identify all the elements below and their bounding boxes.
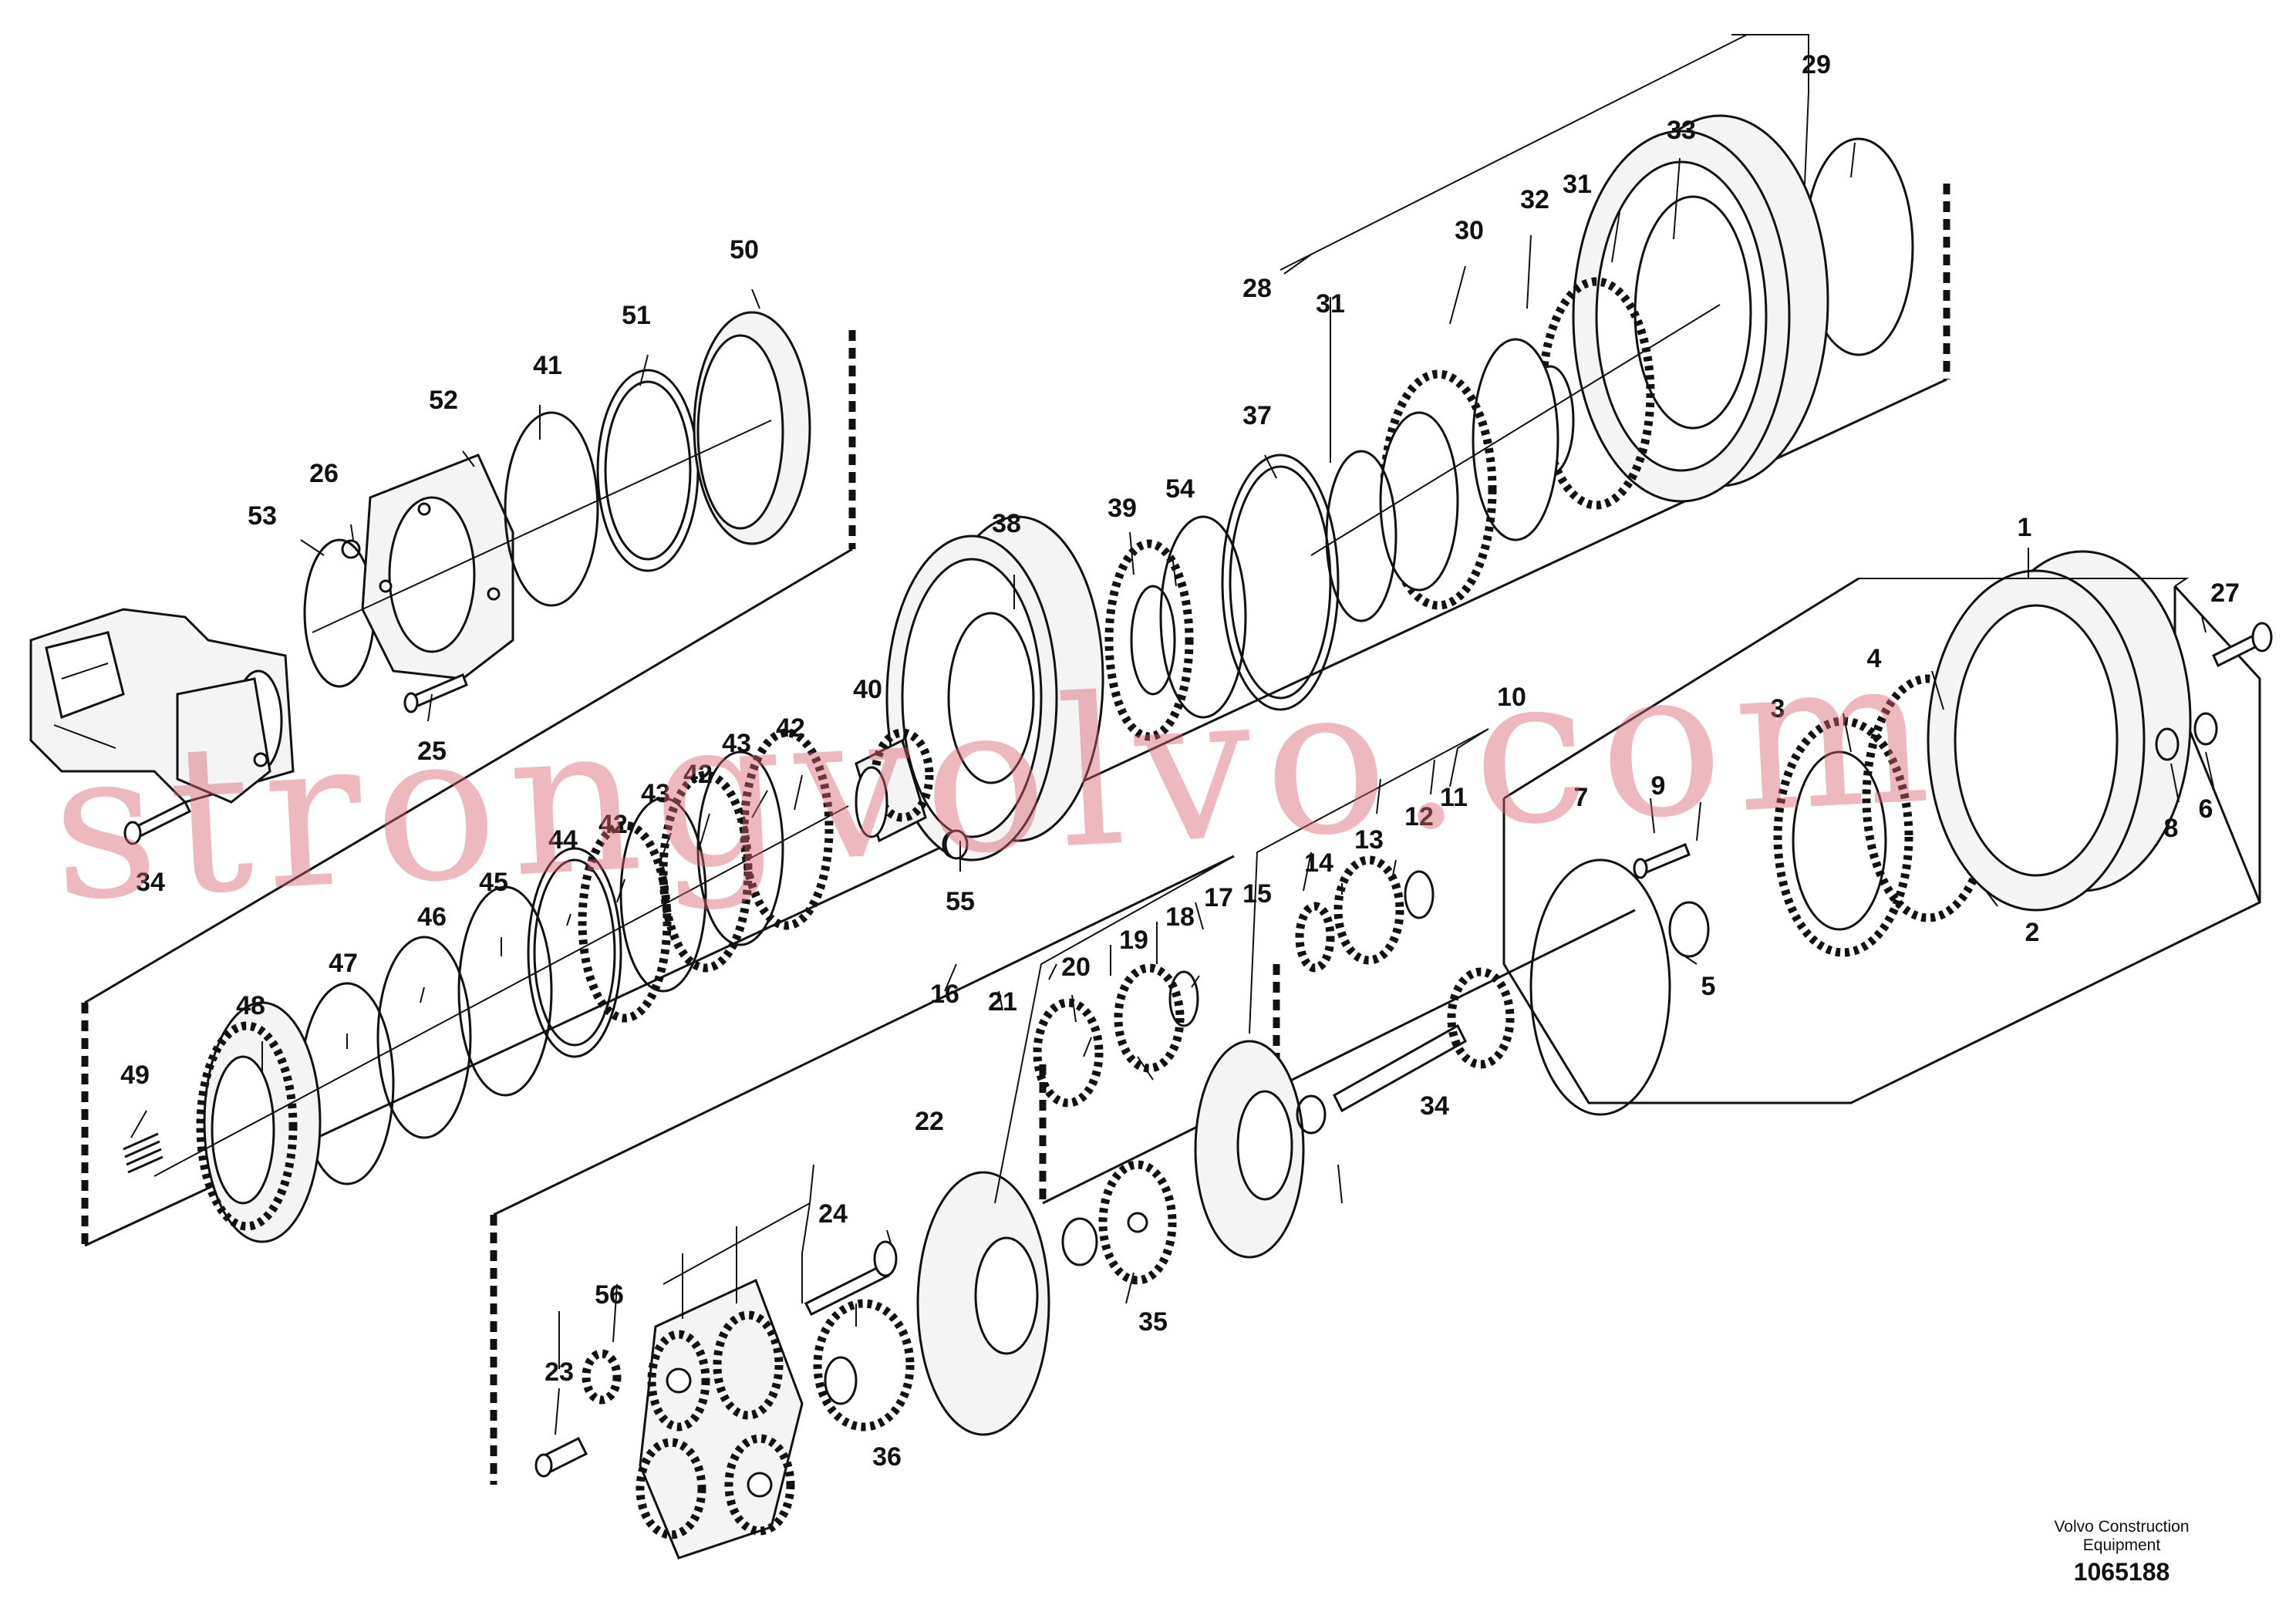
spline-shaft — [855, 728, 934, 843]
leader-lines — [130, 34, 2214, 1435]
part-label-45: 45 — [479, 868, 508, 897]
part-label-14: 14 — [1304, 848, 1333, 878]
part-label-31b: 31 — [1563, 170, 1592, 199]
part-label-38: 38 — [992, 509, 1021, 538]
credit-line-1: Volvo Construction — [2054, 1518, 2190, 1536]
assembly-frames — [81, 184, 2261, 1485]
part-label-39: 39 — [1108, 494, 1137, 523]
part-label-1: 1 — [2018, 513, 2032, 542]
part-label-10: 10 — [1497, 683, 1526, 712]
manufacturer-credit: Volvo Construction Equipment — [2021, 1518, 2222, 1555]
part-label-42a: 42 — [776, 713, 805, 743]
part-label-48: 48 — [236, 991, 265, 1020]
part-label-12: 12 — [1404, 802, 1434, 831]
part-label-36: 36 — [872, 1442, 902, 1472]
part-label-57: 56 — [595, 1280, 624, 1310]
part-label-11: 11 — [1440, 783, 1468, 812]
part-label-20: 20 — [1061, 953, 1091, 982]
part-label-16: 16 — [930, 980, 959, 1009]
part-label-44: 44 — [548, 825, 578, 855]
part-label-9: 9 — [1651, 771, 1666, 801]
part-label-56: 55 — [946, 887, 975, 916]
part-label-22: 22 — [915, 1107, 944, 1136]
part-label-50: 50 — [730, 235, 759, 265]
part-label-55: 54 — [1165, 474, 1195, 504]
part-label-19: 19 — [1119, 926, 1148, 955]
part-label-37: 37 — [1242, 401, 1272, 430]
part-label-6: 6 — [2199, 794, 2213, 824]
part-label-47: 47 — [329, 949, 358, 978]
drawing-number: 1065188 — [2073, 1558, 2170, 1586]
part-label-4: 4 — [1867, 644, 1882, 673]
part-label-30: 30 — [1455, 216, 1484, 245]
part-label-41: 41 — [533, 351, 562, 380]
motor-flange-group — [303, 311, 811, 688]
part-label-40: 40 — [853, 675, 882, 704]
main-housing-group — [1773, 550, 2218, 957]
part-label-29: 29 — [1802, 50, 1831, 79]
brake-stack — [123, 728, 969, 1243]
part-label-43b: 43 — [641, 779, 670, 808]
part-label-33: 33 — [1667, 116, 1696, 145]
part-label-15: 15 — [1242, 879, 1272, 909]
part-label-18: 18 — [1165, 902, 1195, 932]
part-label-43a: 43 — [722, 729, 751, 758]
carrier-group — [534, 1160, 1177, 1560]
part-label-46: 46 — [417, 902, 447, 932]
part-label-28: 28 — [1242, 274, 1272, 303]
part-label-42c: 42 — [598, 810, 628, 839]
part-label-17: 17 — [1204, 883, 1233, 912]
part-labels: 1 2 3 4 5 6 7 8 9 10 11 12 13 14 15 16 1… — [120, 50, 2240, 1472]
part-label-2: 2 — [2025, 918, 2040, 947]
part-label-7: 7 — [1574, 783, 1589, 812]
part-label-34a: 34 — [136, 868, 165, 897]
part-label-5: 5 — [1701, 972, 1716, 1001]
part-label-26: 26 — [309, 459, 339, 488]
part-label-34b: 34 — [1420, 1091, 1449, 1121]
part-label-8: 8 — [2164, 814, 2179, 843]
part-label-42b: 42 — [683, 760, 713, 789]
part-label-3: 3 — [1771, 694, 1785, 723]
part-label-32: 32 — [1520, 185, 1549, 214]
hydraulic-motor — [29, 608, 295, 804]
second-stage-group — [1033, 855, 1710, 1259]
part-label-13: 13 — [1354, 825, 1384, 855]
bolts — [123, 622, 2273, 1317]
housing-group — [1310, 114, 1914, 622]
part-label-49: 49 — [120, 1061, 150, 1090]
part-label-52: 52 — [429, 386, 458, 415]
part-label-23: 23 — [544, 1357, 574, 1387]
part-label-31a: 31 — [1316, 289, 1345, 319]
part-label-35: 35 — [1138, 1307, 1168, 1337]
part-label-53: 53 — [248, 501, 277, 531]
part-label-27: 27 — [2210, 578, 2240, 608]
part-label-51: 51 — [622, 301, 651, 330]
part-label-25: 25 — [417, 737, 447, 766]
part-label-24: 24 — [818, 1199, 848, 1229]
part-label-21: 21 — [988, 987, 1017, 1017]
credit-line-2: Equipment — [2082, 1536, 2161, 1554]
